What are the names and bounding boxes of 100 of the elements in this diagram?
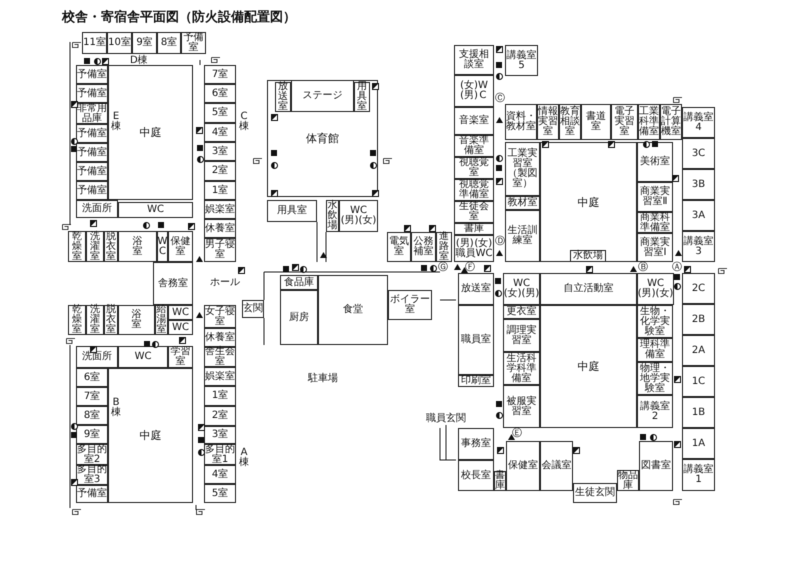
plan-label: Ⓖ	[438, 263, 448, 273]
room-name: 食品庫	[284, 278, 314, 288]
room-name: ステージ	[302, 91, 342, 101]
room-box	[682, 107, 715, 138]
room-box	[157, 231, 168, 262]
room-name: 休養室	[205, 224, 235, 234]
room-name: 商業実習室Ⅱ	[639, 187, 671, 207]
plan-label: A棟	[239, 448, 249, 468]
room-box	[682, 397, 715, 428]
room-box	[573, 483, 617, 503]
room-name: 講義室4	[683, 112, 714, 132]
room-box	[454, 107, 494, 135]
room-name: (女)	[474, 238, 492, 248]
room-box	[458, 428, 494, 460]
room-name: 書庫	[495, 471, 505, 491]
room-name: 3室	[212, 430, 228, 440]
room-box	[204, 426, 236, 444]
room-box	[505, 104, 537, 140]
plan-label: 駐車場	[308, 374, 338, 384]
plan-label: Ⓑ	[638, 263, 648, 273]
room-name: 厨房	[289, 312, 309, 322]
room-name: 舎生会室	[205, 347, 235, 367]
room-name: 乾燥室	[72, 232, 82, 262]
room-name: 予備室	[77, 70, 107, 80]
room-name: 放送室	[461, 284, 491, 294]
room-box	[76, 425, 108, 444]
room-box	[118, 202, 193, 218]
room-name: 玄関	[243, 304, 263, 314]
room-name: 10室	[108, 38, 131, 48]
room-name: WC	[134, 352, 152, 362]
room-name: 商業実習室Ⅰ	[639, 238, 671, 258]
room-name: 脱衣室	[106, 232, 116, 262]
room-name: 書庫	[464, 224, 484, 234]
room-name: 講義室1	[683, 465, 714, 485]
room-name: 商業科準備室	[639, 212, 671, 232]
room-box	[458, 375, 494, 387]
room-box	[291, 80, 354, 112]
room-box	[153, 262, 193, 305]
room-name: 被服実習室	[506, 396, 538, 416]
room-name: 中庭	[140, 430, 162, 441]
plan-label: B棟	[111, 398, 121, 418]
room-box	[505, 196, 540, 210]
room-box	[318, 275, 388, 345]
room-box	[275, 82, 291, 112]
room-box	[682, 231, 715, 262]
plan-label: Ⓕ	[465, 263, 475, 273]
room-box	[388, 290, 432, 320]
room-name: 調理実習室	[506, 326, 538, 346]
room-name: 生徒会室	[458, 202, 490, 222]
room-box	[454, 235, 494, 262]
room-box	[82, 32, 107, 54]
room-name: 電子実習室	[614, 107, 636, 137]
room-box	[76, 200, 118, 218]
room-box	[204, 219, 236, 238]
room-name: 教材室	[508, 198, 538, 208]
room-box	[505, 142, 540, 196]
room-box	[168, 231, 193, 262]
room-name: 職員WC	[456, 248, 492, 258]
room-name: 予備室	[77, 489, 107, 499]
room-name: 1室	[212, 186, 228, 196]
room-name: (男)	[340, 216, 358, 226]
room-box	[204, 386, 236, 406]
room-box	[204, 142, 236, 161]
room-name: 保健室	[170, 236, 192, 256]
room-box	[682, 428, 715, 459]
room-name: 放送室	[278, 82, 288, 112]
room-name: 多目的室2	[77, 444, 107, 464]
room-name: 7室	[84, 392, 100, 402]
room-box	[76, 346, 118, 368]
room-box	[503, 305, 540, 319]
room-name: 予備室	[77, 186, 107, 196]
room-name: 支援相談室	[458, 50, 490, 70]
room-box	[637, 395, 673, 428]
room-name: 1室	[212, 391, 228, 401]
room-box	[107, 32, 132, 54]
room-name: 水飲場	[573, 251, 603, 261]
plan-label: Ⓐ	[672, 263, 682, 273]
room-box	[76, 143, 108, 162]
room-box	[280, 290, 318, 345]
room-box	[76, 368, 108, 387]
room-box	[637, 142, 673, 182]
room-box	[86, 305, 104, 335]
room-name: WC	[158, 236, 168, 256]
room-box	[76, 65, 108, 84]
room-name: 視聴覚室	[458, 158, 490, 178]
plan-label: Ⓒ	[495, 94, 505, 104]
room-name: 多目的室1	[205, 444, 235, 464]
room-box	[204, 484, 236, 503]
room-name: 講義室5	[506, 50, 537, 70]
room-name: 公務補室	[412, 237, 434, 257]
room-name: WC	[172, 308, 189, 318]
room-name: 中庭	[578, 196, 600, 208]
room-box	[637, 182, 673, 212]
area-box	[540, 305, 637, 428]
room-box	[204, 200, 236, 219]
room-box	[581, 104, 611, 140]
room-box	[639, 441, 673, 491]
room-box	[506, 441, 540, 491]
room-name: 3室	[212, 146, 228, 156]
plan-label: D棟	[130, 56, 148, 66]
